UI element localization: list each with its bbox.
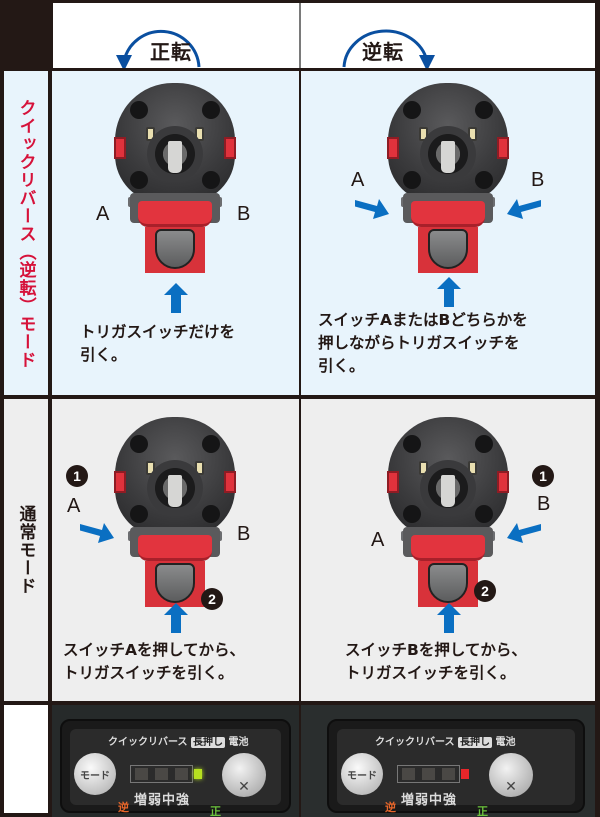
trigger-arrow-icon xyxy=(164,283,188,313)
switch-a-label: A xyxy=(351,169,365,191)
instruction-text: トリガスイッチだけを 引く。 xyxy=(80,323,236,364)
mode-button[interactable]: モード xyxy=(341,753,383,795)
row-label-quick-reverse: クイックリバース（逆転）モード xyxy=(4,71,48,395)
press-b-arrow-icon xyxy=(507,199,541,219)
impact-driver-image xyxy=(110,417,240,607)
impact-levels: 増弱中強 xyxy=(401,793,458,808)
mode-button[interactable]: モード xyxy=(74,753,116,795)
forward-label: 正転 xyxy=(150,40,192,64)
battery-gauge xyxy=(130,765,193,783)
reverse-indicator xyxy=(461,769,469,779)
clockwise-arrow-icon xyxy=(342,29,435,68)
quick-forward-cell: A B トリガスイッチだけを 引く。 xyxy=(52,71,299,395)
direction-button[interactable]: ✕ xyxy=(222,753,266,797)
control-panel: クイックリバース 長押し 電池 モード ✕ 増弱中強 逆 正 xyxy=(60,719,291,817)
battery-label: 電池 xyxy=(228,737,249,748)
normal-forward-cell: 1 A B 2 スイッチAを押してから、 トリガスイッチを引く。 xyxy=(52,399,299,701)
forward-mark: 正 xyxy=(477,805,488,817)
press-a-arrow-icon xyxy=(80,523,114,543)
step-1-badge: 1 xyxy=(66,465,88,487)
impact-driver-image xyxy=(110,83,240,273)
switch-a-label: A xyxy=(371,529,385,551)
row-label-panel xyxy=(4,705,48,813)
impact-driver-image xyxy=(383,83,513,273)
long-press-label: 長押し xyxy=(190,737,225,748)
step-2-badge: 2 xyxy=(201,588,223,610)
forward-indicator xyxy=(194,769,202,779)
quick-reverse-mode-label: クイックリバース（逆転）モード xyxy=(15,99,36,369)
trigger-arrow-icon xyxy=(437,277,461,307)
long-press-label: 長押し xyxy=(457,737,492,748)
instruction-text: スイッチAまたはBどちらかを 押しながらトリガスイッチを 引く。 xyxy=(318,311,528,375)
trigger-arrow-icon xyxy=(437,603,461,633)
panel-title: クイックリバース 長押し 電池 xyxy=(375,737,516,748)
control-panel: クイックリバース 長押し 電池 モード ✕ 増弱中強 逆 正 xyxy=(327,719,585,817)
switch-b-label: B xyxy=(237,203,251,225)
column-divider xyxy=(299,3,301,68)
reverse-label: 逆転 xyxy=(362,40,404,64)
step-2-badge: 2 xyxy=(474,580,496,602)
forward-mark: 正 xyxy=(210,805,221,817)
step-1-badge: 1 xyxy=(532,465,554,487)
header-corner xyxy=(0,0,50,68)
battery-gauge xyxy=(397,765,460,783)
trigger-arrow-icon xyxy=(164,603,188,633)
switch-b-label: B xyxy=(531,169,545,191)
normal-mode-label: 通常モード xyxy=(15,505,36,595)
header-forward: 正転 xyxy=(53,3,299,68)
press-a-arrow-icon xyxy=(355,199,389,219)
instruction-text: スイッチAを押してから、 トリガスイッチを引く。 xyxy=(63,641,246,682)
panel-forward-cell: クイックリバース 長押し 電池 モード ✕ 増弱中強 逆 正 xyxy=(52,705,299,817)
reverse-mark: 逆 xyxy=(385,801,396,814)
switch-a-label: A xyxy=(96,203,110,225)
direction-button[interactable]: ✕ xyxy=(489,753,533,797)
impact-driver-image xyxy=(383,417,513,607)
battery-label: 電池 xyxy=(495,737,516,748)
quick-reverse-cell: A B スイッチAまたはBどちらかを 押しながらトリガスイッチを 引く。 xyxy=(301,71,595,395)
row-label-normal: 通常モード xyxy=(4,399,48,701)
counterclockwise-arrow-icon xyxy=(116,29,201,68)
impact-levels: 増弱中強 xyxy=(134,793,191,808)
instruction-text: スイッチBを押してから、 トリガスイッチを引く。 xyxy=(345,641,527,682)
panel-reverse-cell: クイックリバース 長押し 電池 モード ✕ 増弱中強 逆 正 xyxy=(301,705,595,817)
header-reverse: 逆転 xyxy=(301,3,595,68)
panel-title: クイックリバース 長押し 電池 xyxy=(108,737,249,748)
switch-b-label: B xyxy=(537,493,551,515)
normal-reverse-cell: 1 B A 2 スイッチBを押してから、 トリガスイッチを引く。 xyxy=(301,399,595,701)
switch-a-label: A xyxy=(67,495,81,517)
reverse-mark: 逆 xyxy=(118,801,129,814)
switch-b-label: B xyxy=(237,523,251,545)
press-b-arrow-icon xyxy=(507,523,541,543)
